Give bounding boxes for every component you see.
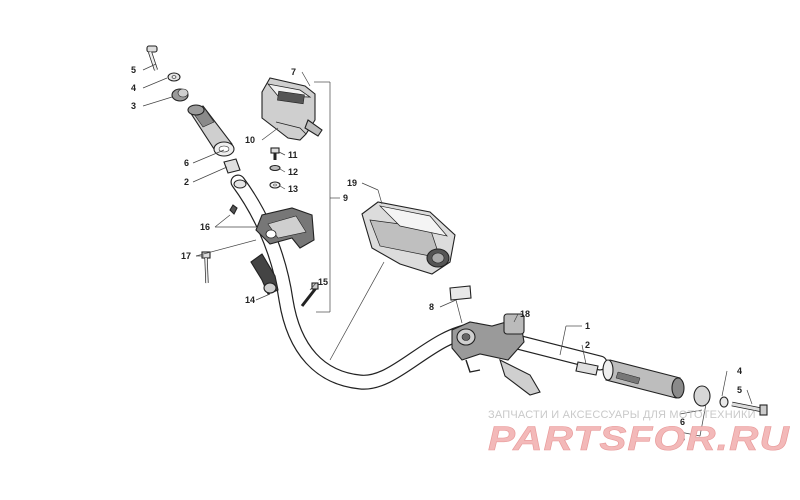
callout-18: 18 [520,309,530,319]
callout-4-left: 4 [131,83,136,93]
callout-7: 7 [291,67,296,77]
right-end-cap-3 [693,385,711,407]
throttle-lever-14 [250,253,279,295]
right-screw-5 [731,401,768,416]
callout-3-right: 3 [680,433,685,443]
callout-4-right: 4 [737,366,742,376]
callout-14: 14 [245,295,255,305]
brake-master-cylinder-18 [451,313,541,396]
pin-16 [229,204,238,215]
left-washer-4 [167,72,181,82]
right-grip-sleeve-2 [575,361,599,376]
leader-lines [142,63,753,437]
left-clamp-body [255,207,315,249]
pad-19 [361,201,456,275]
callout-9: 9 [343,193,348,203]
left-screw-5 [146,45,158,71]
callout-8: 8 [429,302,434,312]
callout-3-left: 3 [131,101,136,111]
washer-12 [269,164,281,172]
watermark: ЗАПЧАСТИ И АКСЕССУАРЫ ДЛЯ МОТОТЕХНИКИ PA… [488,409,791,458]
callout-5-left: 5 [131,65,136,75]
callout-6-right: 6 [680,417,685,427]
screw-15 [300,282,319,307]
watermark-tagline: ЗАПЧАСТИ И АКСЕССУАРЫ ДЛЯ МОТОТЕХНИКИ [488,409,756,421]
callout-13: 13 [288,184,298,194]
callout-numbers: 5 4 3 6 2 7 10 11 12 13 9 16 17 15 14 19… [131,65,742,443]
watermark-brand: PARTSFOR.RU [488,420,791,458]
callout-1: 1 [585,321,590,331]
callout-16: 16 [200,222,210,232]
washer-13 [269,181,281,189]
callout-19: 19 [347,178,357,188]
switch-housing-7 [261,77,323,141]
callout-2-left: 2 [184,177,189,187]
callout-10: 10 [245,135,255,145]
left-end-cap-3 [171,88,189,102]
callout-2-right: 2 [585,340,590,350]
callout-17: 17 [181,251,191,261]
callout-12: 12 [288,167,298,177]
callout-5-right: 5 [737,385,742,395]
left-grip-sleeve-2 [223,158,241,174]
label-8 [449,285,472,301]
screw-11 [270,147,280,160]
callout-6-left: 6 [184,158,189,168]
bolt-17 [201,251,211,284]
right-washer-4 [719,396,729,408]
callout-15: 15 [318,277,328,287]
left-grip-6 [187,104,235,157]
right-grip-6 [602,359,685,399]
callout-11: 11 [288,150,298,160]
